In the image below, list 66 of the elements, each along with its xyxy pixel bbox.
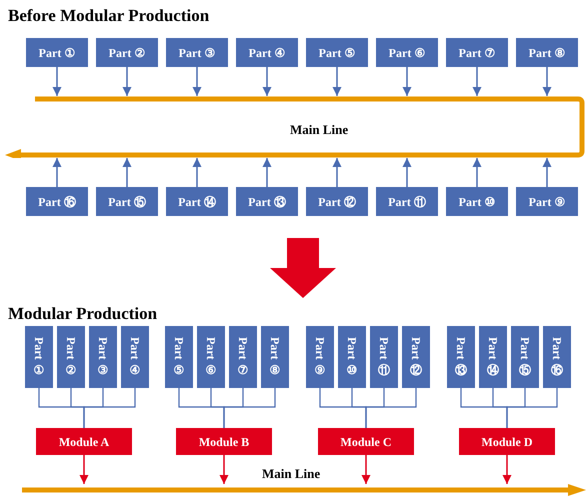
arrow bbox=[332, 67, 342, 96]
part-box: Part ⑩ bbox=[446, 187, 508, 216]
arrow bbox=[472, 158, 482, 187]
part-box: Part ⑨ bbox=[516, 187, 578, 216]
part-box: Part ③ bbox=[166, 38, 228, 67]
arrow bbox=[52, 158, 62, 187]
part-box: Part ① bbox=[26, 38, 88, 67]
section-title: Before Modular Production bbox=[8, 5, 210, 27]
arrow bbox=[192, 67, 202, 96]
part-box: Part ⑨ bbox=[306, 326, 334, 388]
module-box: Module B bbox=[176, 428, 272, 455]
part-box: Part ④ bbox=[121, 326, 149, 388]
part-box: Part ① bbox=[25, 326, 53, 388]
part-box: Part ⑫ bbox=[402, 326, 430, 388]
part-box: Part ⑭ bbox=[479, 326, 507, 388]
arrow bbox=[472, 67, 482, 96]
part-box: Part ⑬ bbox=[236, 187, 298, 216]
connector-line bbox=[506, 388, 558, 428]
main-line-label: Main Line bbox=[290, 121, 348, 139]
part-box: Part ⑮ bbox=[511, 326, 539, 388]
arrow bbox=[402, 158, 412, 187]
part-box: Part ⑧ bbox=[516, 38, 578, 67]
module-box: Module D bbox=[459, 428, 555, 455]
arrow bbox=[80, 455, 88, 484]
part-box: Part ⑦ bbox=[229, 326, 257, 388]
connector-line bbox=[365, 388, 417, 428]
part-box: Part ⑯ bbox=[543, 326, 571, 388]
part-box: Part ⑫ bbox=[306, 187, 368, 216]
part-box: Part ② bbox=[57, 326, 85, 388]
part-box: Part ⑮ bbox=[96, 187, 158, 216]
part-box: Part ⑬ bbox=[447, 326, 475, 388]
block-arrow bbox=[270, 238, 336, 298]
section-title: Modular Production bbox=[8, 303, 158, 325]
part-box: Part ④ bbox=[236, 38, 298, 67]
connector-line bbox=[83, 388, 136, 428]
arrow bbox=[262, 67, 272, 96]
part-box: Part ⑥ bbox=[197, 326, 225, 388]
part-box: Part ⑩ bbox=[338, 326, 366, 388]
arrow bbox=[402, 67, 412, 96]
arrow bbox=[542, 67, 552, 96]
part-box: Part ⑭ bbox=[166, 187, 228, 216]
arrow bbox=[362, 455, 370, 484]
module-box: Module A bbox=[36, 428, 132, 455]
main-line-bar bbox=[22, 484, 586, 496]
part-box: Part ⑪ bbox=[376, 187, 438, 216]
arrow bbox=[332, 158, 342, 187]
arrow bbox=[122, 158, 132, 187]
part-box: Part ⑧ bbox=[261, 326, 289, 388]
arrow bbox=[192, 158, 202, 187]
arrow bbox=[52, 67, 62, 96]
arrow bbox=[502, 455, 512, 484]
connector-line bbox=[223, 388, 276, 428]
arrow bbox=[262, 158, 272, 187]
arrow bbox=[220, 455, 228, 484]
part-box: Part ⑯ bbox=[26, 187, 88, 216]
part-box: Part ⑤ bbox=[306, 38, 368, 67]
part-box: Part ⑤ bbox=[165, 326, 193, 388]
part-box: Part ⑥ bbox=[376, 38, 438, 67]
part-box: Part ⑦ bbox=[446, 38, 508, 67]
part-box: Part ③ bbox=[89, 326, 117, 388]
main-line-label: Main Line bbox=[262, 465, 320, 483]
part-box: Part ⑪ bbox=[370, 326, 398, 388]
arrow bbox=[542, 158, 552, 187]
arrow bbox=[122, 67, 132, 96]
module-box: Module C bbox=[318, 428, 414, 455]
part-box: Part ② bbox=[96, 38, 158, 67]
